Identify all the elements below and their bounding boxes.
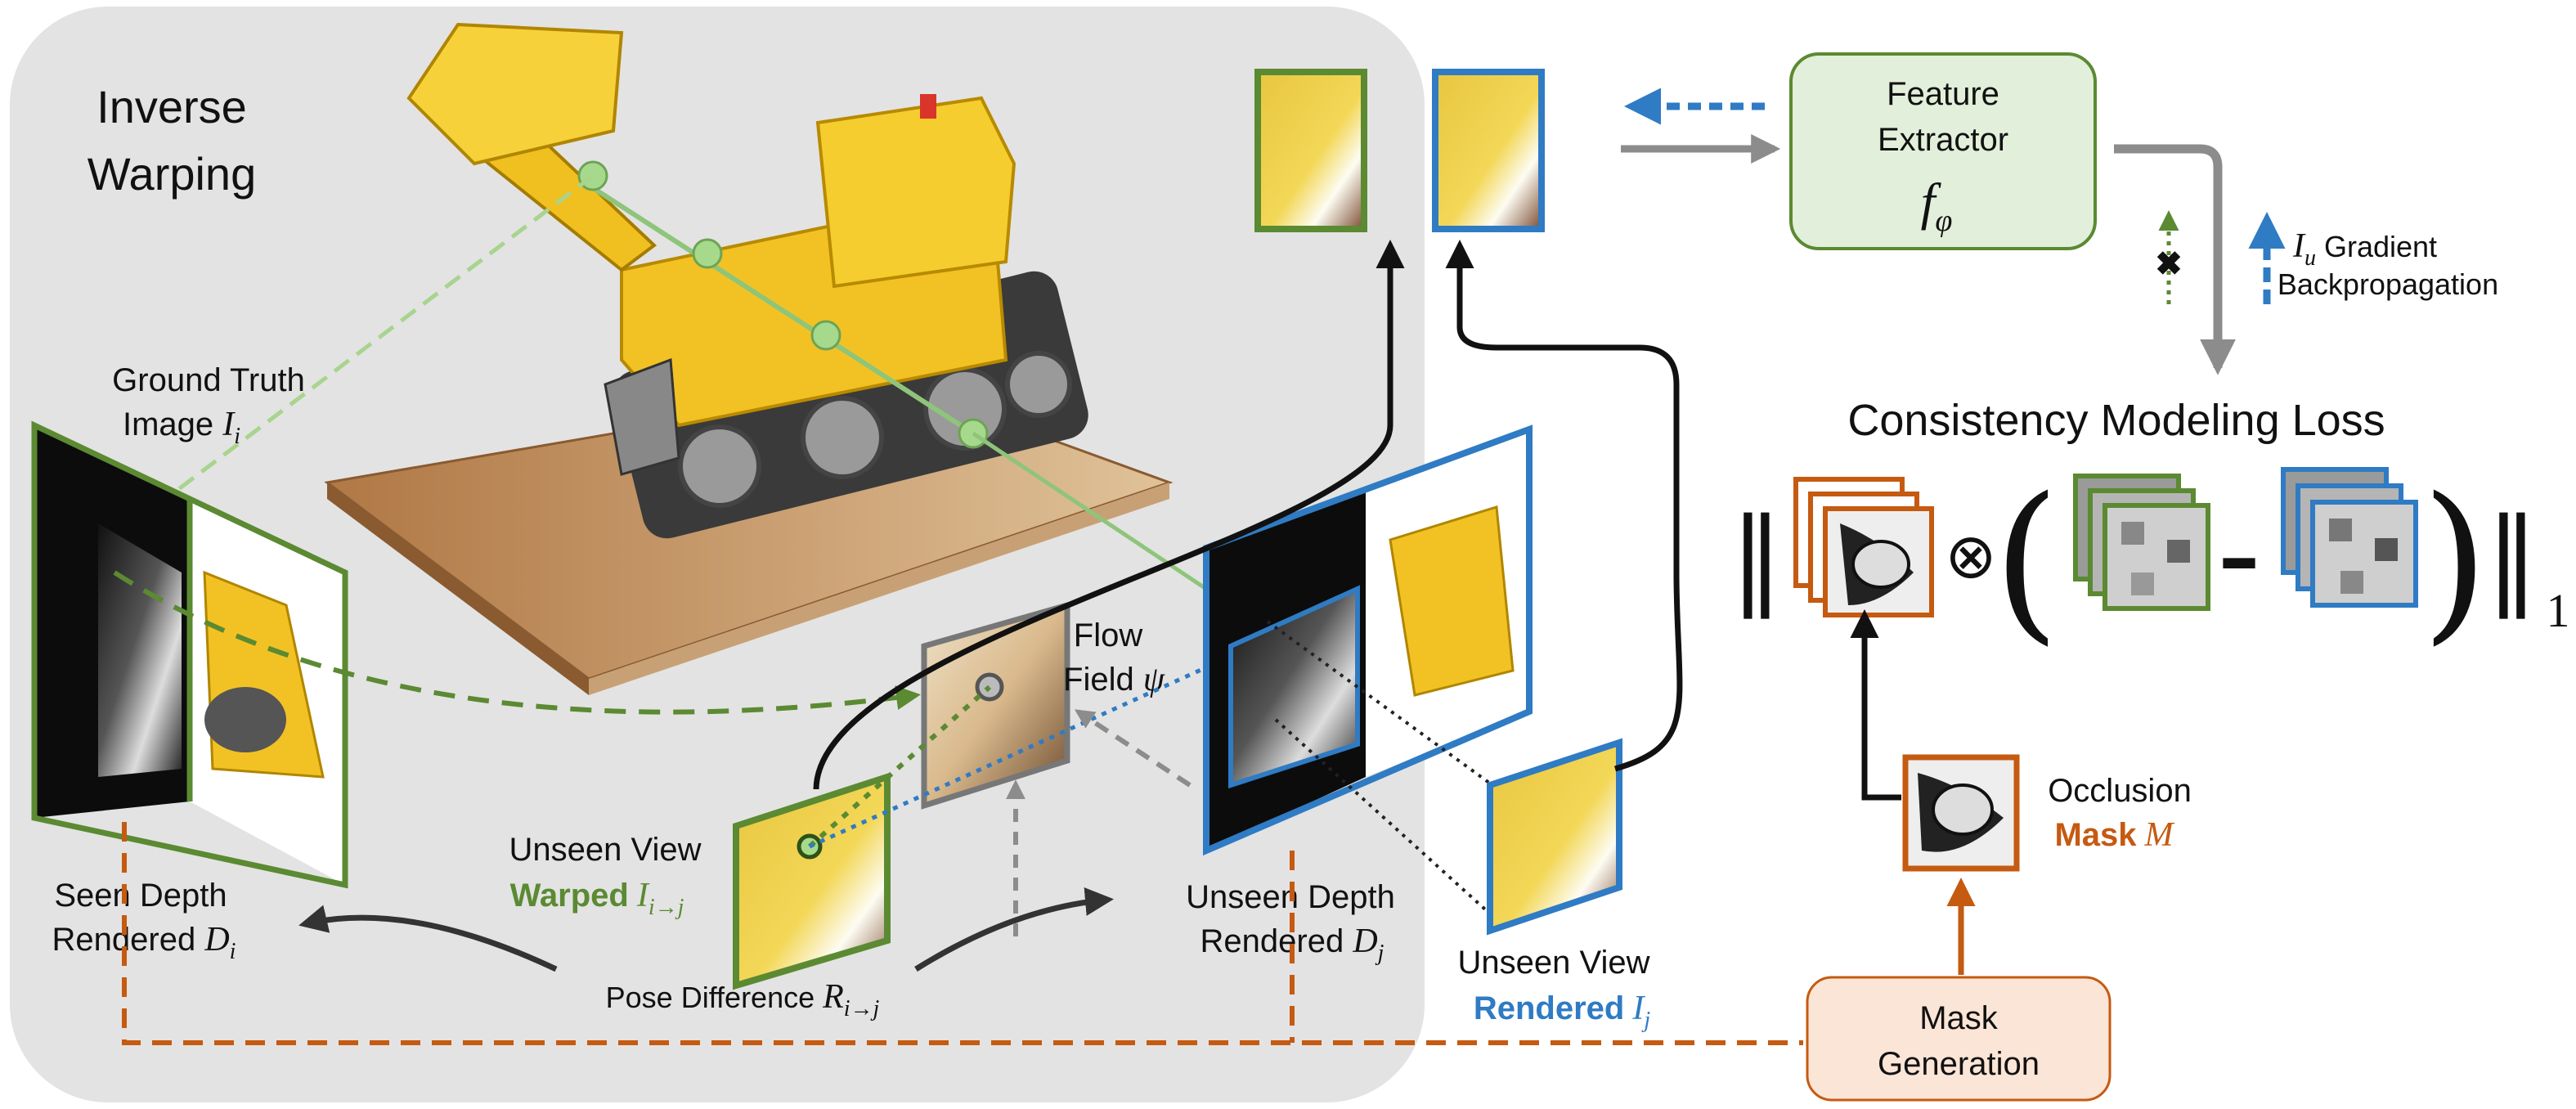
paren-open: (: [1993, 460, 2060, 661]
loss-title: Consistency Modeling Loss: [1847, 396, 2385, 445]
panel-title-line2: Warping: [88, 148, 256, 200]
norm-subscript: 1: [2547, 584, 2570, 637]
extractor-line1: Feature: [1887, 76, 1999, 112]
cab: [815, 96, 1016, 289]
mask-gen-line1: Mask: [1919, 1000, 1999, 1036]
gt-ray: [88, 174, 595, 558]
pose-arc-right: [914, 887, 1114, 972]
extractor-to-loss: [2114, 144, 2236, 375]
occlusion-label-line1: Occlusion: [2048, 773, 2192, 809]
green-feature-stack: [2073, 474, 2210, 611]
rendered-to-top: [1445, 240, 1683, 772]
mask-blob: [1932, 783, 1994, 836]
norm-open: ‖: [1730, 495, 1784, 619]
seen-depth-label-line2: Rendered Di: [52, 921, 236, 964]
top-warped-crop: [1254, 69, 1367, 232]
blue-feature-stack: [2281, 467, 2418, 608]
crop-guide-1: [1266, 620, 1494, 787]
cross-icon: ✖: [2155, 246, 2183, 282]
crop-guide-2: [1274, 718, 1494, 918]
warped-to-top: [813, 240, 1405, 790]
flow-label-line1: Flow: [1074, 617, 1143, 653]
extractor-line2: Extractor: [1878, 122, 2008, 158]
bucket: [406, 22, 624, 166]
warp-dot-link: [808, 685, 991, 849]
occlusion-label-line2: Mask M: [2054, 816, 2174, 854]
gt-label-line2: Image Ii: [123, 406, 240, 449]
rendered-label-line1: Unseen View: [1458, 945, 1650, 981]
warped-label-line1: Unseen View: [509, 832, 702, 868]
bulldozer-scene: [324, 22, 1174, 695]
warped-label-line2: Warped Ii→j: [510, 877, 684, 920]
paren-close: ): [2421, 460, 2488, 661]
feature-extractor-box: [1789, 52, 2097, 250]
flow-label-line2: Field ψ: [1063, 661, 1165, 698]
otimes-symbol: ⊗: [1945, 519, 1997, 592]
rendered-label-line2: Rendered Ij: [1474, 990, 1651, 1033]
warp-arc: [113, 570, 921, 715]
loss-formula: ‖ ⊗ ( – ) ‖ 1: [1730, 460, 2570, 661]
mask-gen-line2: Generation: [1878, 1046, 2040, 1082]
gradient-label-line2: Backpropagation: [2278, 267, 2498, 301]
rendered-view-panel: [1487, 738, 1622, 936]
unseen-depth-label-line2: Rendered Dj: [1200, 923, 1384, 966]
warped-view-panel: [733, 772, 891, 990]
blue-dot-link: [808, 635, 1273, 849]
top-rendered-crop: [1432, 69, 1545, 232]
mask-stack: [1793, 477, 1934, 617]
seen-depth-panel: [31, 420, 348, 889]
unseen-depth-panel: [1203, 424, 1533, 856]
minus-symbol: –: [2219, 510, 2260, 605]
mask-to-loss: [1850, 609, 1901, 801]
depth-to-flow: [1074, 709, 1192, 788]
panel-title-line1: Inverse: [96, 81, 247, 132]
pose-label: Pose Difference Ri→j: [606, 978, 880, 1021]
pose-arc-left: [298, 905, 558, 972]
mask-generation-box: [1806, 976, 2112, 1102]
gradient-label-line1: Iu Gradient: [2292, 227, 2437, 271]
norm-close: ‖: [2486, 495, 2539, 619]
depth-to-maskgen: [122, 822, 1803, 1045]
seen-depth-label-line1: Seen Depth: [54, 878, 227, 914]
gt-label-line1: Ground Truth: [112, 362, 305, 398]
